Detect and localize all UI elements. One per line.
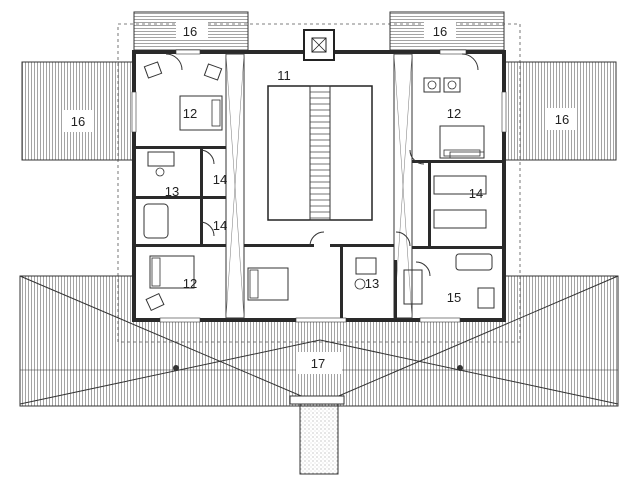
label-bedroom-nw: 12	[183, 106, 197, 121]
house-interior	[134, 50, 504, 322]
label-closet-e: 14	[469, 186, 483, 201]
staircase	[267, 85, 373, 221]
armchairs	[143, 61, 461, 312]
bath-fixtures	[143, 151, 495, 309]
bed-nw	[179, 95, 223, 131]
label-bedroom-ne: 12	[447, 106, 461, 121]
label-bath-s: 13	[365, 276, 379, 291]
bed-sw	[149, 255, 195, 289]
label-terrace-left: 16	[71, 114, 85, 129]
label-terrace-right: 16	[555, 112, 569, 127]
terrace-right	[503, 61, 617, 161]
terrace-left	[21, 61, 135, 161]
label-bath-w: 13	[165, 184, 179, 199]
terrace-top-right	[389, 11, 505, 53]
label-terrace-top-left: 16	[183, 24, 197, 39]
door-swings	[165, 53, 479, 277]
bed-center	[247, 267, 289, 301]
label-bedroom-sw: 12	[183, 276, 197, 291]
room-labels: 16 16 16 16 11 12 12 12 13 13 14 14 14 1…	[71, 24, 569, 371]
label-closet-2: 14	[213, 218, 227, 233]
stair-steps	[310, 91, 330, 219]
entrance-path	[289, 395, 345, 475]
interior-walls	[136, 53, 502, 319]
terrace-top-left	[133, 11, 249, 53]
label-veranda: 17	[311, 356, 325, 371]
label-closet-1: 14	[213, 172, 227, 187]
label-utility: 15	[447, 290, 461, 305]
label-stair-hall: 11	[277, 68, 291, 83]
chimney	[303, 29, 335, 61]
label-terrace-top-right: 16	[433, 24, 447, 39]
